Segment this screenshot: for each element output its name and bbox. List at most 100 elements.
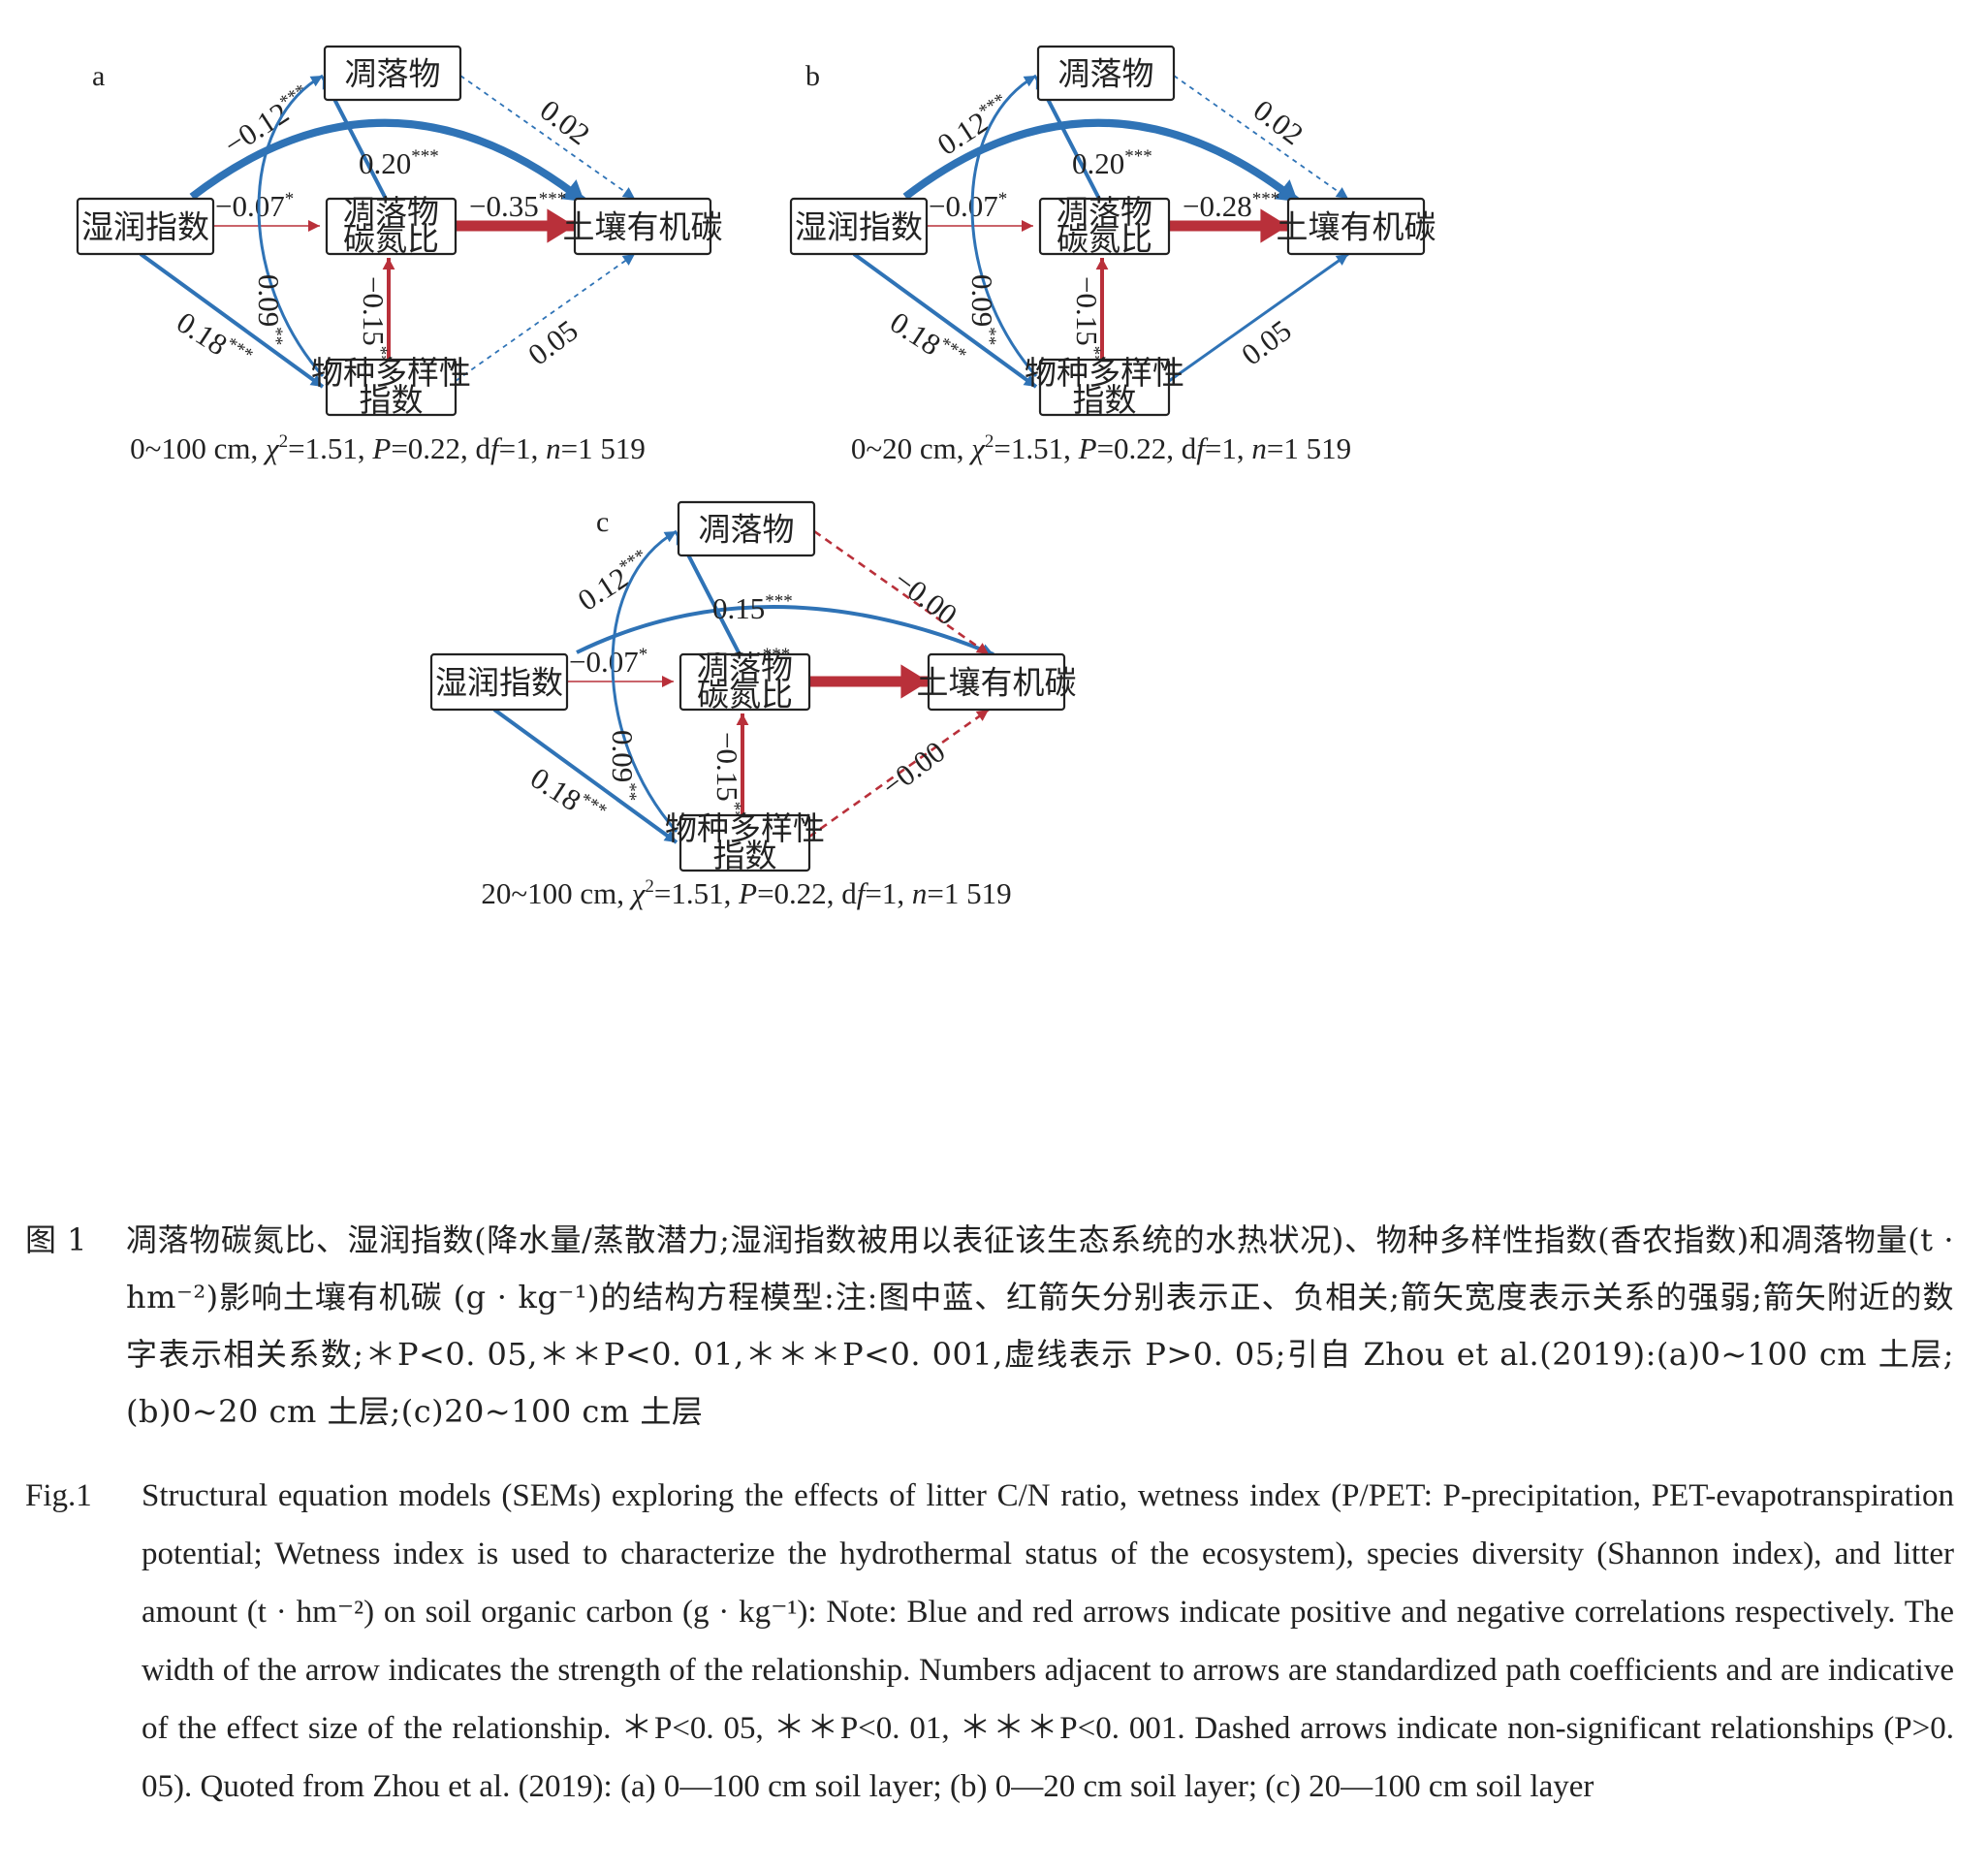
coef-label-wetness-diversity: 0.18*** <box>524 761 610 833</box>
path-wetness-cn_ratio <box>927 220 1033 232</box>
stat-value: 0~100 cm <box>130 431 250 465</box>
node-soc: 土壤有机碳 <box>563 197 723 256</box>
coef-label-wetness-soc: 0.20*** <box>1072 146 1152 180</box>
path-wetness-diversity <box>852 252 1038 389</box>
node-litter: 凋落物 <box>1036 45 1176 102</box>
coef-significance: * <box>639 645 648 665</box>
coef-label-diversity-soc: 0.05 <box>1235 313 1297 372</box>
coef-value: −0.00 <box>875 734 951 803</box>
coef-label-wetness-cn_ratio: −0.07* <box>569 645 647 679</box>
panel-a: a−0.12***0.20***−0.07*−0.35***0.18***0.0… <box>76 45 723 465</box>
stat-value: 1.51 <box>1011 431 1063 465</box>
fit-statistics: 20~100 cm, χ2=1.51, P=0.22, df=1, n=1 51… <box>481 876 1011 910</box>
path-cn_ratio-soc <box>456 208 575 243</box>
node-label: 指数 <box>1073 381 1137 419</box>
coef-label-wetness-diversity: 0.18*** <box>884 305 969 377</box>
panel-label: c <box>596 506 609 538</box>
coef-value: −0.35 <box>469 189 539 223</box>
path-diversity-soc <box>808 708 990 839</box>
arrowhead <box>663 531 677 543</box>
path-diversity-soc <box>455 253 636 382</box>
coef-label-diversity-litter: 0.09** <box>606 730 640 801</box>
coef-label-diversity-soc: 0.05 <box>521 313 584 372</box>
node-diversity: 物种多样性指数 <box>1025 354 1184 419</box>
coef-label-cn_ratio-soc: −0.28*** <box>1183 189 1279 223</box>
node-cn-ratio: 凋落物碳氮比 <box>678 649 811 713</box>
coef-value: −0.15 <box>357 276 391 346</box>
coef-value: −0.15 <box>710 732 744 802</box>
path-litter-soc <box>1173 75 1349 200</box>
coef-significance: *** <box>411 146 439 167</box>
path-cn_ratio-soc <box>1169 208 1288 243</box>
arrowhead <box>1023 374 1036 387</box>
node-label: 物种多样性 <box>311 354 471 392</box>
stat-value: 0.22 <box>1114 431 1166 465</box>
node-wetness: 湿润指数 <box>789 197 929 256</box>
coef-value: 0.15 <box>712 591 765 625</box>
node-label: 凋落物 <box>343 193 439 231</box>
node-label: 碳氮比 <box>1057 220 1152 258</box>
coef-label-diversity-cn_ratio: −0.15*** <box>357 276 391 373</box>
arrowhead <box>309 374 323 387</box>
coef-label-wetness-cn_ratio: −0.07* <box>929 189 1007 223</box>
stat-value: 1 <box>882 876 898 910</box>
path-diversity-soc <box>1168 252 1349 383</box>
path-diversity-litter <box>611 529 678 833</box>
arrowhead <box>621 187 635 199</box>
coef-value: 0.02 <box>1247 93 1310 152</box>
arrowhead <box>662 676 674 687</box>
stat-value: 0.22 <box>774 876 827 910</box>
arrowhead <box>1023 76 1036 87</box>
caption-english: Fig.1 Structural equation models (SEMs) … <box>25 1467 1954 1816</box>
coef-value: 0.09 <box>965 274 999 327</box>
coef-significance: ** <box>619 782 640 801</box>
path-litter-soc <box>813 529 990 656</box>
coef-value: 0.20 <box>1072 146 1124 180</box>
coef-value: 0.09 <box>606 730 640 782</box>
path-diversity-litter <box>257 74 325 377</box>
arrowhead <box>900 664 929 699</box>
path-diversity-cn_ratio <box>1095 258 1109 360</box>
node-label: 凋落物 <box>345 55 441 93</box>
stat-value: 0~20 cm <box>851 431 957 465</box>
path-wetness-soc <box>902 118 1301 206</box>
coef-significance: *** <box>539 189 567 209</box>
path-cn_ratio-soc <box>809 664 929 699</box>
panel-label: b <box>805 60 820 92</box>
coef-significance: ** <box>979 327 999 345</box>
path-diversity-cn_ratio <box>736 713 749 815</box>
arrowhead <box>975 710 989 721</box>
coef-value: −0.07 <box>929 189 998 223</box>
arrowhead <box>308 220 320 232</box>
node-label: 土壤有机碳 <box>1277 208 1436 246</box>
coef-value: −0.15 <box>1070 276 1104 346</box>
node-label: 湿润指数 <box>81 208 209 246</box>
caption-chinese-label: 图 1 <box>25 1221 88 1258</box>
stat-value: 20~100 cm <box>481 876 616 910</box>
node-soc: 土壤有机碳 <box>917 652 1077 712</box>
arrowhead <box>975 643 989 654</box>
stat-value: 1 <box>1221 431 1237 465</box>
fit-statistics: 0~20 cm, χ2=1.51, P=0.22, df=1, n=1 519 <box>851 431 1351 465</box>
coef-value: 0.09 <box>252 274 286 327</box>
arrowhead <box>1274 179 1298 202</box>
node-label: 指数 <box>713 837 777 874</box>
panel-b: b0.12***0.20***−0.07*−0.28***0.18***0.09… <box>789 45 1436 465</box>
panel-c: c0.12***0.15***−0.07*−0.34***0.18***0.09… <box>429 500 1077 910</box>
node-label: 碳氮比 <box>697 676 793 713</box>
arrowhead <box>547 208 575 243</box>
node-label: 物种多样性 <box>1025 354 1184 392</box>
caption-english-text: Structural equation models (SEMs) explor… <box>142 1478 1954 1804</box>
coef-value: 0.02 <box>534 93 596 152</box>
path-wetness-cn_ratio <box>567 676 674 687</box>
node-cn-ratio: 凋落物碳氮比 <box>1038 193 1171 258</box>
path-wetness-diversity <box>492 708 678 844</box>
coef-value: 0.05 <box>1235 313 1297 372</box>
coef-value: 0.20 <box>359 146 411 180</box>
coef-significance: ** <box>266 327 286 345</box>
path-litter-soc <box>459 75 636 200</box>
stat-value: 1.51 <box>305 431 358 465</box>
coef-significance: *** <box>1124 146 1152 167</box>
path-wetness-soc <box>189 118 587 206</box>
arrowhead <box>663 830 677 842</box>
